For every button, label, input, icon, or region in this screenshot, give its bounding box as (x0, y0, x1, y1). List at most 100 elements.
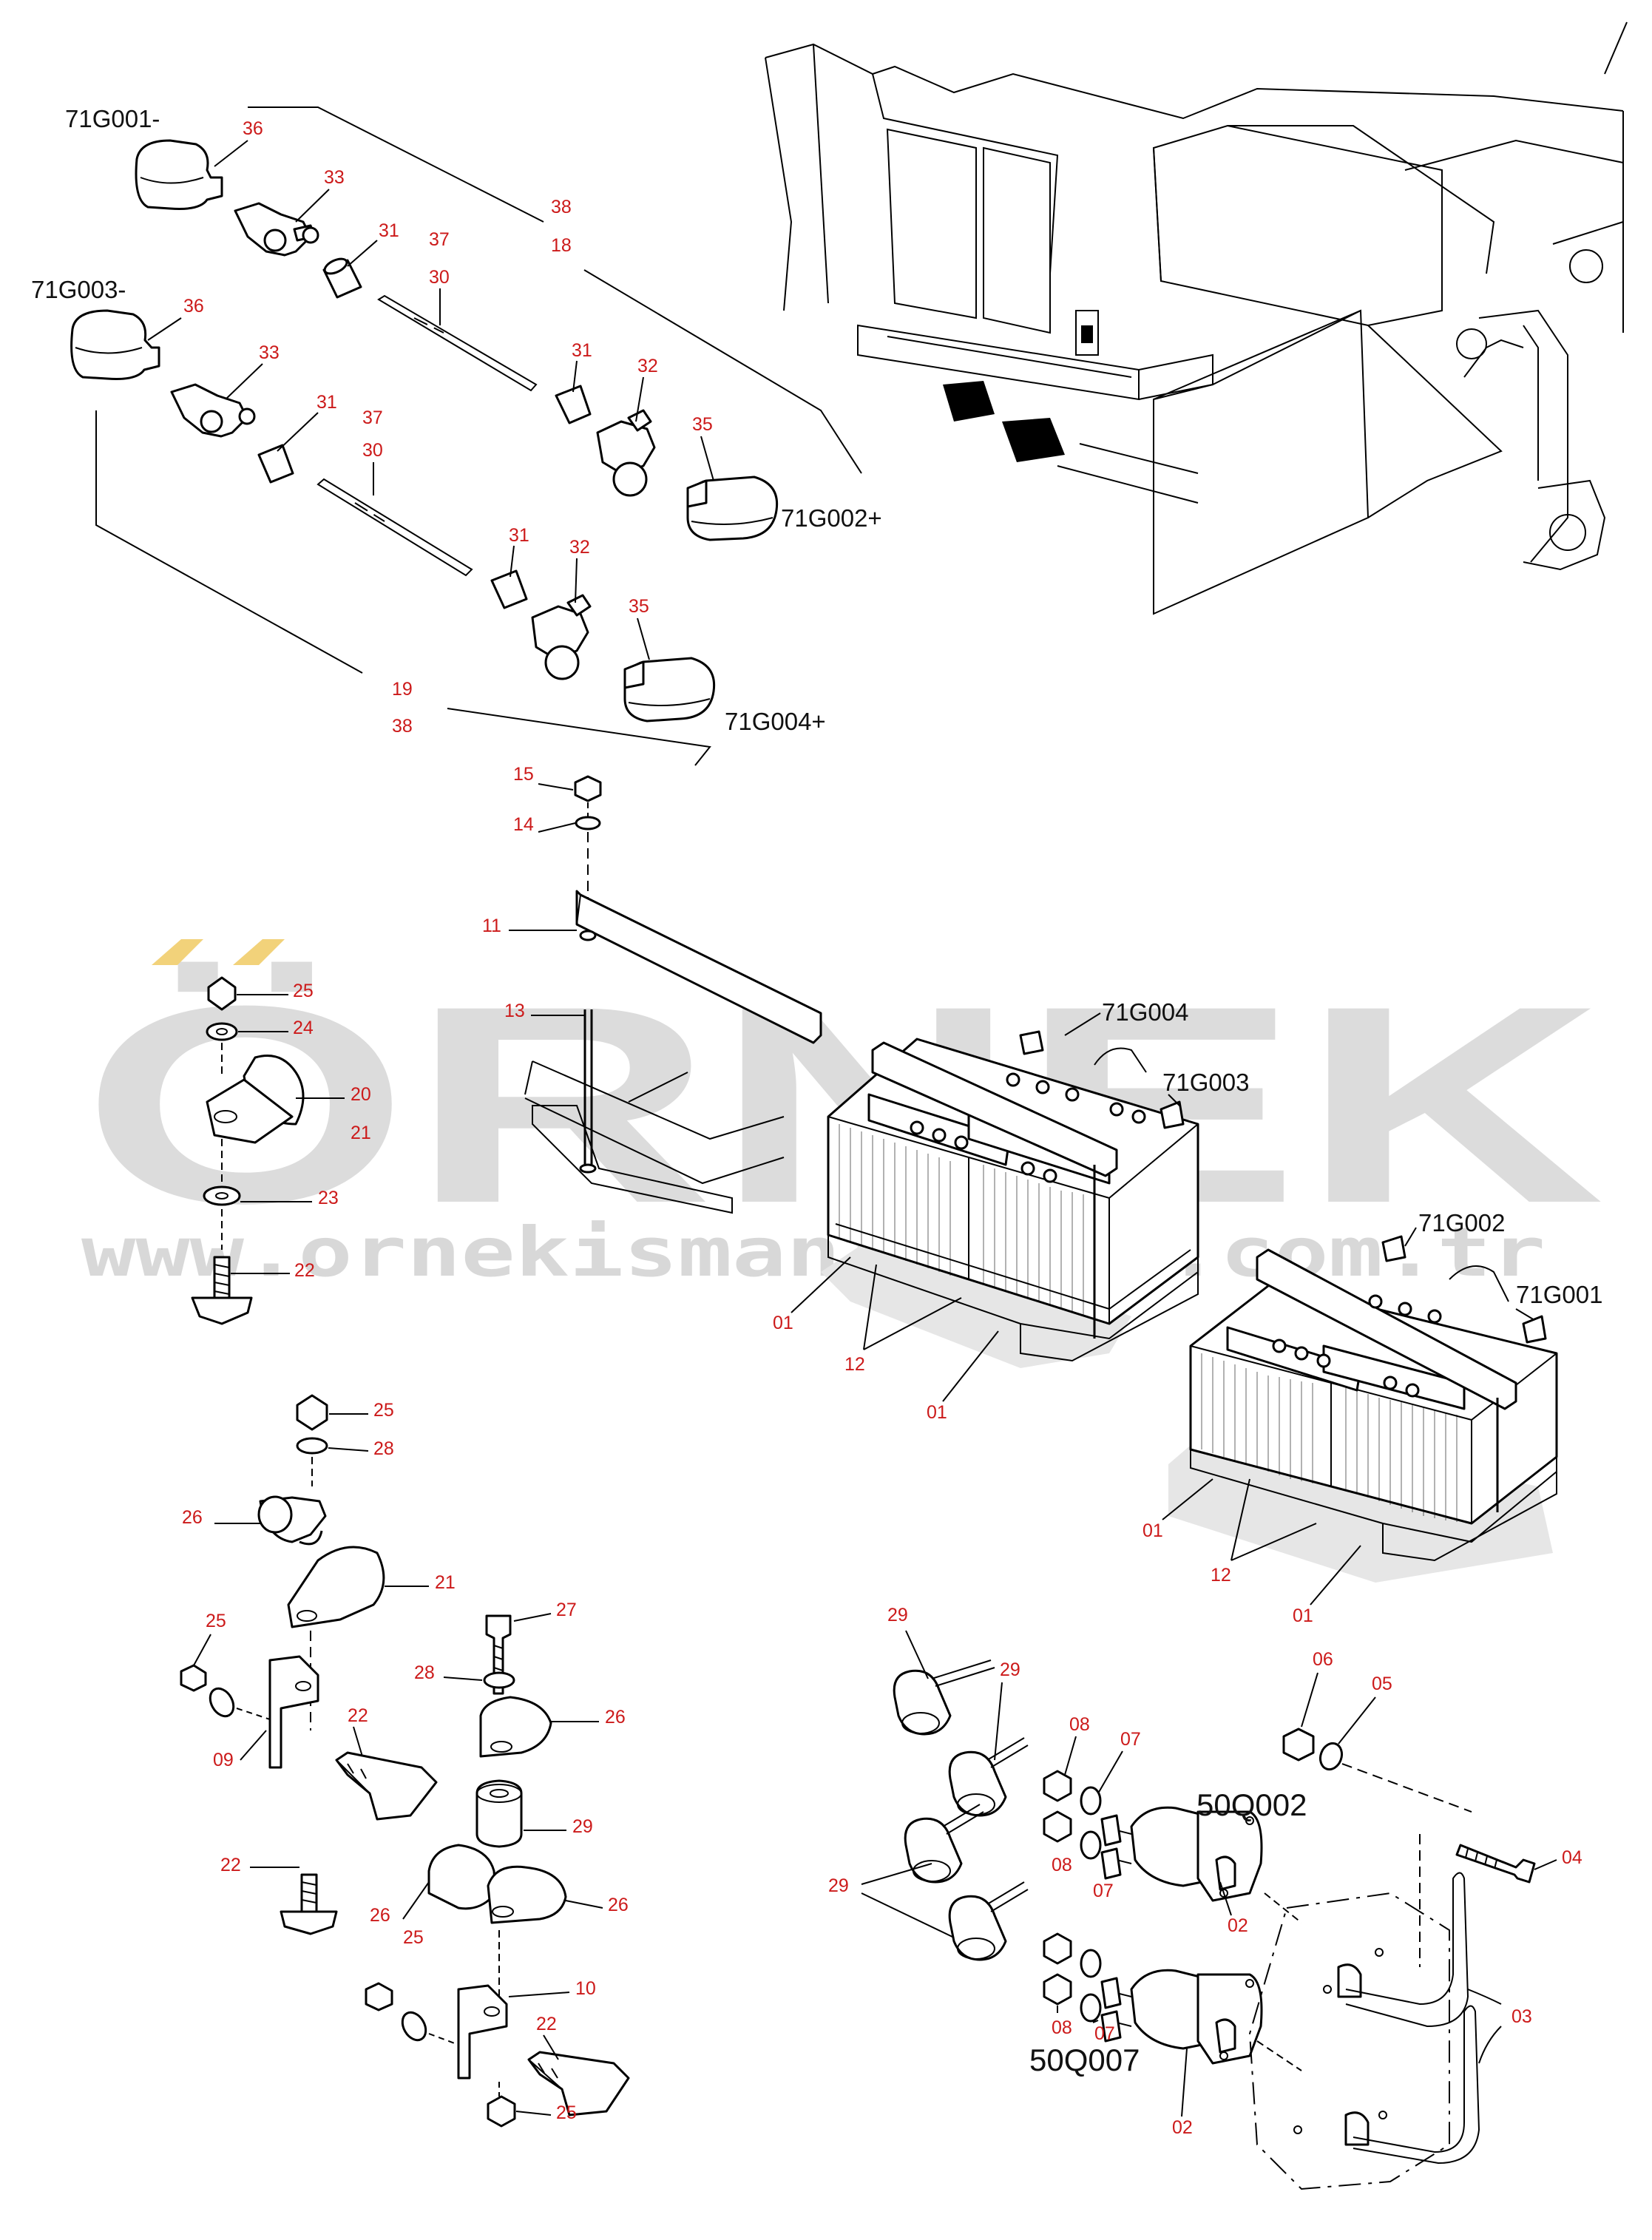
clamp-stack-upper-callouts: 25 24 20 21 23 22 (231, 981, 371, 1281)
callout-22-c: 22 (220, 1855, 241, 1875)
code-71g002: 71G002 (1418, 1209, 1505, 1236)
cable-lug-31-b (555, 385, 592, 424)
callout-01-d: 01 (1293, 1605, 1313, 1626)
callout-33-lower: 33 (259, 342, 280, 363)
terminal-clamp-33-lower (170, 383, 256, 438)
callout-12-b: 12 (1211, 1565, 1231, 1586)
callout-36: 36 (243, 118, 263, 139)
hold-down-callouts: 15 14 11 13 (482, 764, 584, 1021)
code-71g002-pos: 71G002+ (781, 504, 882, 532)
washer-24 (206, 1022, 238, 1041)
washer-07-d (1080, 1993, 1102, 2023)
callout-22-d: 22 (536, 2014, 557, 2034)
callout-10: 10 (575, 1978, 596, 1999)
clamp-stack-center-callouts: 27 28 26 29 26 26 25 10 22 25 (370, 1600, 629, 2123)
callout-29-a: 29 (887, 1605, 908, 1625)
nut-08-c (1043, 1932, 1072, 1965)
callout-24: 24 (293, 1018, 314, 1038)
code-71g004-pos: 71G004+ (725, 708, 826, 735)
nut-25-a (207, 976, 237, 1011)
callout-08-a: 08 (1069, 1714, 1090, 1735)
clamp-21 (206, 1078, 294, 1144)
callout-18: 18 (551, 235, 572, 256)
clamp-26-c (427, 1844, 497, 1910)
callout-26-c: 26 (370, 1905, 390, 1926)
callout-07-a: 07 (1120, 1729, 1141, 1750)
cable-lug-31-c (257, 444, 294, 484)
callout-37: 37 (429, 229, 450, 250)
code-71g001: 71G001 (1516, 1281, 1602, 1308)
callout-26-a: 26 (182, 1507, 203, 1528)
solenoid-50q007 (1100, 1969, 1263, 2065)
clamp-stack-lower-left-callouts: 25 28 26 21 25 09 22 22 (182, 1400, 456, 1875)
washer-28-a (296, 1437, 328, 1455)
code-71g003-neg: 71G003- (31, 276, 126, 303)
callout-38-upper: 38 (551, 197, 572, 217)
nut-25-c (180, 1664, 207, 1692)
callout-04: 04 (1562, 1847, 1582, 1868)
callout-36-lower: 36 (183, 296, 204, 317)
callout-35: 35 (692, 414, 713, 435)
nut-06 (1282, 1728, 1315, 1762)
callout-25-d: 25 (403, 1927, 424, 1948)
code-71g003: 71G003 (1162, 1069, 1249, 1096)
terminal-clamp-32-upper (596, 409, 656, 497)
spacer-29 (475, 1779, 523, 1848)
callout-15: 15 (513, 764, 534, 785)
callout-11: 11 (482, 916, 501, 936)
callout-09: 09 (213, 1750, 234, 1770)
callout-08-c: 08 (1052, 2017, 1072, 2038)
callout-26-b: 26 (605, 1707, 626, 1728)
callout-06: 06 (1313, 1649, 1333, 1670)
code-50q002: 50Q002 (1196, 1787, 1307, 1822)
bolt-27 (485, 1614, 512, 1695)
callout-25-a: 25 (293, 981, 314, 1001)
callout-25-b: 25 (373, 1400, 394, 1421)
code-71g001-neg: 71G001- (65, 105, 160, 132)
rod-13 (579, 1163, 597, 1174)
battery-cable-set (70, 106, 862, 766)
callout-07-c: 07 (1094, 2023, 1115, 2044)
callout-02-a: 02 (1228, 1915, 1248, 1936)
cable-30-lower (316, 478, 473, 577)
callout-19: 19 (392, 679, 413, 700)
callout-32-lower: 32 (569, 537, 590, 558)
callout-37-lower: 37 (362, 407, 383, 428)
solenoid-assembly (893, 1659, 1536, 2190)
callout-22-a: 22 (294, 1260, 315, 1281)
cable-clamp-stack-lower-left (180, 1394, 438, 1935)
terminal-cap-35-upper (686, 476, 779, 541)
washer-05 (1318, 1742, 1344, 1771)
cable-lug-31-d (490, 569, 528, 609)
bolt-22-d (527, 2051, 630, 2117)
solenoid-callouts: 29 29 29 08 07 08 07 08 07 02 02 06 05 0… (828, 1605, 1582, 2138)
battery-pair-upper (821, 1030, 1199, 1368)
callout-07-b: 07 (1093, 1881, 1114, 1901)
callout-33: 33 (324, 167, 345, 188)
clamp-26-d (487, 1865, 567, 1924)
washer-28-b (483, 1671, 515, 1689)
callout-01-c: 01 (1142, 1520, 1163, 1541)
callout-31-lower-right: 31 (509, 525, 529, 546)
callout-28-b: 28 (414, 1662, 435, 1683)
callout-30-lower: 30 (362, 440, 383, 461)
nut-25-e (487, 2095, 516, 2128)
washer-07-a (1080, 1786, 1102, 1816)
callout-27: 27 (556, 1600, 577, 1620)
washer-09 (209, 1687, 235, 1718)
battery-callouts: 01 12 01 01 12 01 (773, 1256, 1361, 1626)
clamp-21-b (287, 1546, 385, 1628)
callout-29-c: 29 (828, 1875, 849, 1896)
nut-15 (574, 775, 602, 802)
callout-25-c: 25 (206, 1611, 226, 1631)
washer-14 (575, 816, 601, 830)
callout-05: 05 (1372, 1674, 1392, 1694)
callout-35-lower: 35 (629, 596, 649, 617)
callout-31: 31 (379, 220, 399, 241)
callout-30: 30 (429, 267, 450, 288)
cable-set-callouts: 36 33 31 37 30 38 18 36 33 31 32 35 31 3… (147, 118, 714, 737)
callout-38-lower: 38 (392, 716, 413, 737)
watermark-accent-left (152, 939, 203, 965)
